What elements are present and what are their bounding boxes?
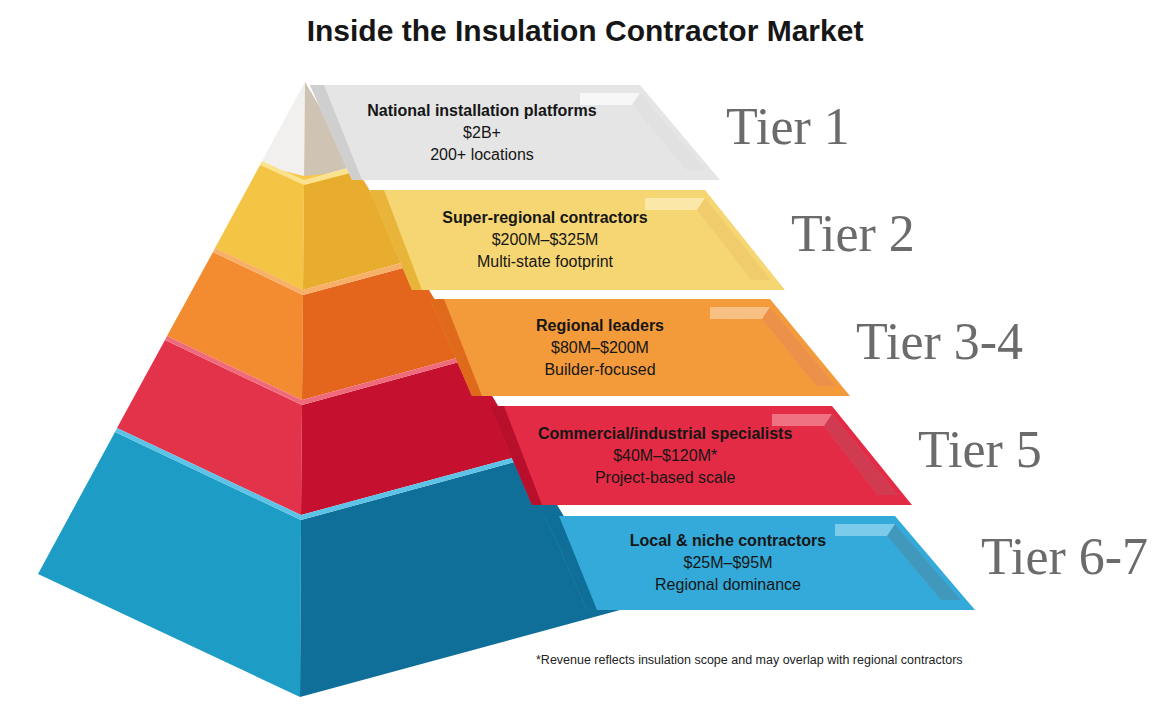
ribbon-edge <box>310 85 362 180</box>
revenue-range: $200M–$325M <box>442 229 647 251</box>
ribbon-tab-shade <box>887 524 961 600</box>
tier-description: Regional dominance <box>630 574 827 596</box>
pyramid-face <box>38 432 301 697</box>
revenue-range: $80M–$200M <box>536 337 664 359</box>
tier-heading: Local & niche contractors <box>630 530 827 552</box>
tier-heading: Regional leaders <box>536 315 664 337</box>
tier-label: Tier 6-7 <box>981 527 1148 587</box>
ribbon-text: Commercial/industrial specialists$40M–$1… <box>538 423 792 489</box>
ribbon-tab-shade <box>697 198 771 280</box>
tier-label: Tier 2 <box>791 204 915 264</box>
tier-heading: Super-regional contractors <box>442 207 647 229</box>
tier-description: Multi-state footprint <box>442 251 647 273</box>
ribbon-tab <box>835 524 961 600</box>
tier-ribbon: Local & niche contractors$25M–$95MRegion… <box>545 516 975 610</box>
ribbon-text: Regional leaders$80M–$200MBuilder-focuse… <box>536 315 664 381</box>
tier-description: 200+ locations <box>367 144 596 166</box>
pyramid-bevel <box>260 161 358 185</box>
tier-ribbon: Commercial/industrial specialists$40M–$1… <box>490 406 912 505</box>
ribbon-shape <box>310 85 724 184</box>
ribbon-tab-shade <box>762 307 836 386</box>
tier-label: Tier 1 <box>726 97 850 157</box>
tier-description: Builder-focused <box>536 359 664 381</box>
tier-heading: Commercial/industrial specialists <box>538 423 792 445</box>
tier-ribbon: Super-regional contractors$200M–$325MMul… <box>370 190 785 290</box>
tier-label: Tier 3-4 <box>856 312 1023 372</box>
ribbon-body <box>545 516 975 610</box>
ribbon-body <box>310 85 720 180</box>
ribbon-edge <box>430 299 482 396</box>
footnote: *Revenue reflects insulation scope and m… <box>536 652 963 668</box>
revenue-range: $40M–$120M* <box>538 445 792 467</box>
revenue-range: $2B+ <box>367 122 596 144</box>
tier-heading: National installation platforms <box>367 100 596 122</box>
tier-ribbon: National installation platforms$2B+200+ … <box>310 85 720 180</box>
ribbon-tab <box>580 93 706 170</box>
ribbon-body <box>490 406 912 505</box>
pyramid-bevel <box>213 248 414 295</box>
ribbon-body <box>370 190 785 290</box>
ribbon-tab-shade <box>632 93 706 170</box>
ribbon-tab-shade <box>824 414 898 495</box>
diagram-title: Inside the Insulation Contractor Market <box>0 12 1170 50</box>
pyramid-bevel <box>165 336 470 405</box>
ribbon-tab <box>645 198 771 280</box>
pyramid-bevel <box>115 428 529 520</box>
ribbon-edge <box>490 406 542 505</box>
ribbon-text: Super-regional contractors$200M–$325MMul… <box>442 207 647 273</box>
ribbon-edge <box>545 516 597 610</box>
ribbon-text: Local & niche contractors$25M–$95MRegion… <box>630 530 827 596</box>
tier-label: Tier 5 <box>918 420 1042 480</box>
revenue-range: $25M–$95M <box>630 552 827 574</box>
ribbon-tab <box>710 307 836 386</box>
ribbon-edge <box>370 190 422 290</box>
ribbon-text: National installation platforms$2B+200+ … <box>367 100 596 166</box>
tier-ribbon: Regional leaders$80M–$200MBuilder-focuse… <box>430 299 850 396</box>
tier-description: Project-based scale <box>538 467 792 489</box>
ribbon-body <box>430 299 850 396</box>
